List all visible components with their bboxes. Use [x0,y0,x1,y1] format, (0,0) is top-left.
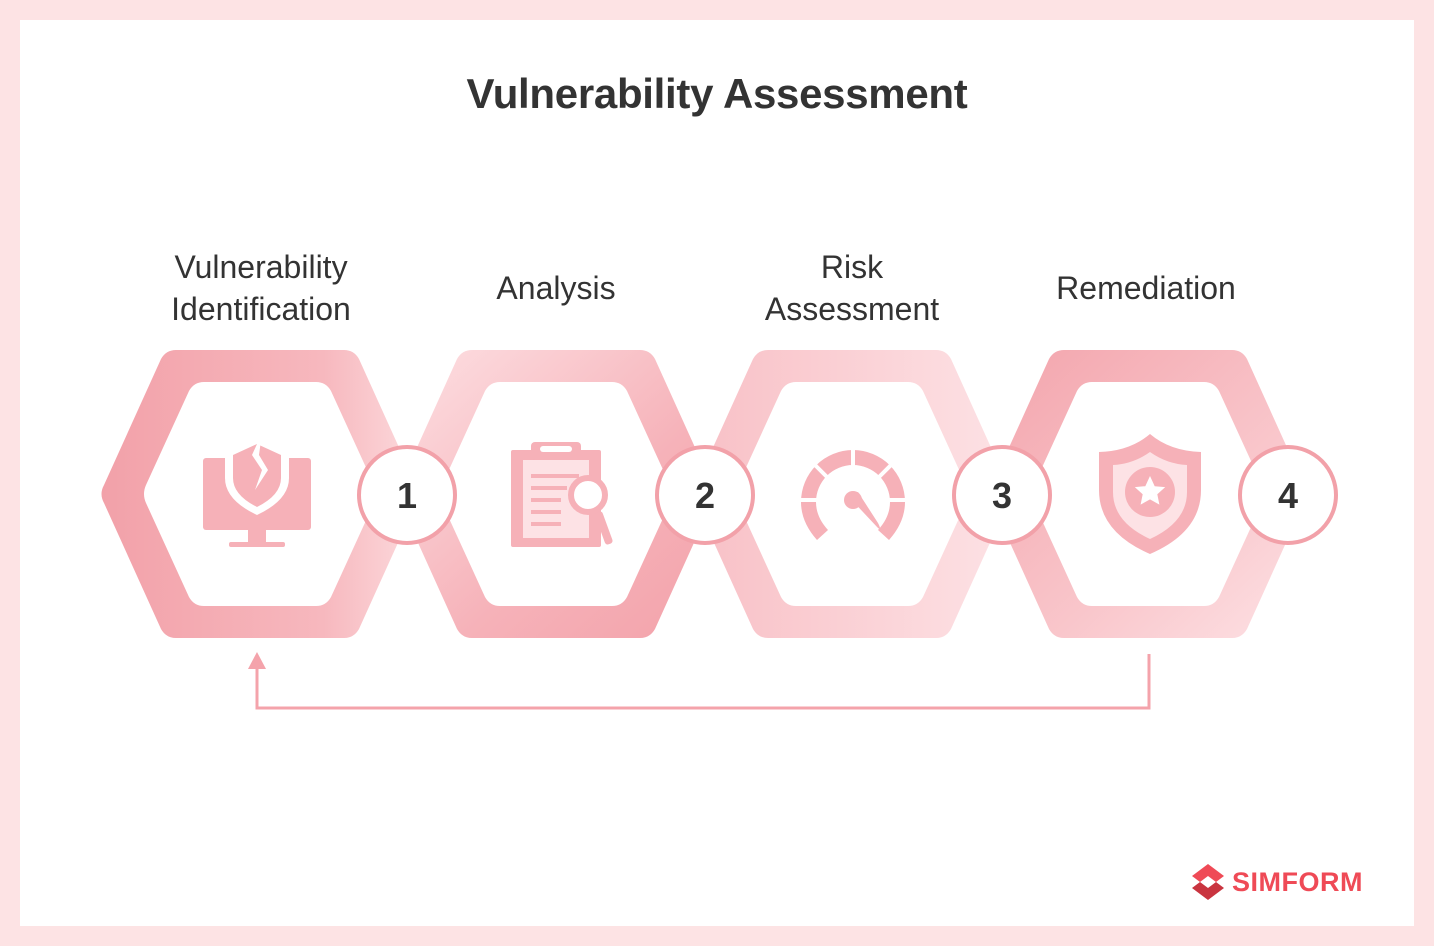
monitor-shield-icon [203,433,311,547]
svg-text:4: 4 [1278,475,1298,516]
step-label-line: Analysis [496,270,616,306]
svg-text:1: 1 [397,475,417,516]
step-label-remediation: Remediation [996,267,1296,309]
step-label-line: Vulnerability [174,249,348,285]
brand-name: SIMFORM [1232,866,1363,897]
step-number-3: 3 [952,445,1052,545]
step-number-2: 2 [655,445,755,545]
step-label-line: Risk [820,249,884,285]
step-label-identification: Vulnerability Identification [111,246,411,330]
step-label-line: Assessment [764,291,940,327]
step-number-1: 1 [357,445,457,545]
loop-back-arrow [248,652,1151,710]
step-label-risk-assessment: Risk Assessment [702,246,1002,330]
clipboard-search-icon [511,442,613,547]
shield-star-icon [1099,434,1201,554]
simform-logo: SIMFORM [1190,862,1363,902]
simform-logo-mark-icon [1192,864,1224,900]
step-label-line: Remediation [1056,270,1236,306]
page-title: Vulnerability Assessment [466,70,968,117]
gauge-icon [796,446,910,540]
svg-text:2: 2 [695,475,715,516]
step-label-line: Identification [171,291,351,327]
step-number-4: 4 [1238,445,1338,545]
step-label-analysis: Analysis [406,267,706,309]
svg-text:3: 3 [992,475,1012,516]
